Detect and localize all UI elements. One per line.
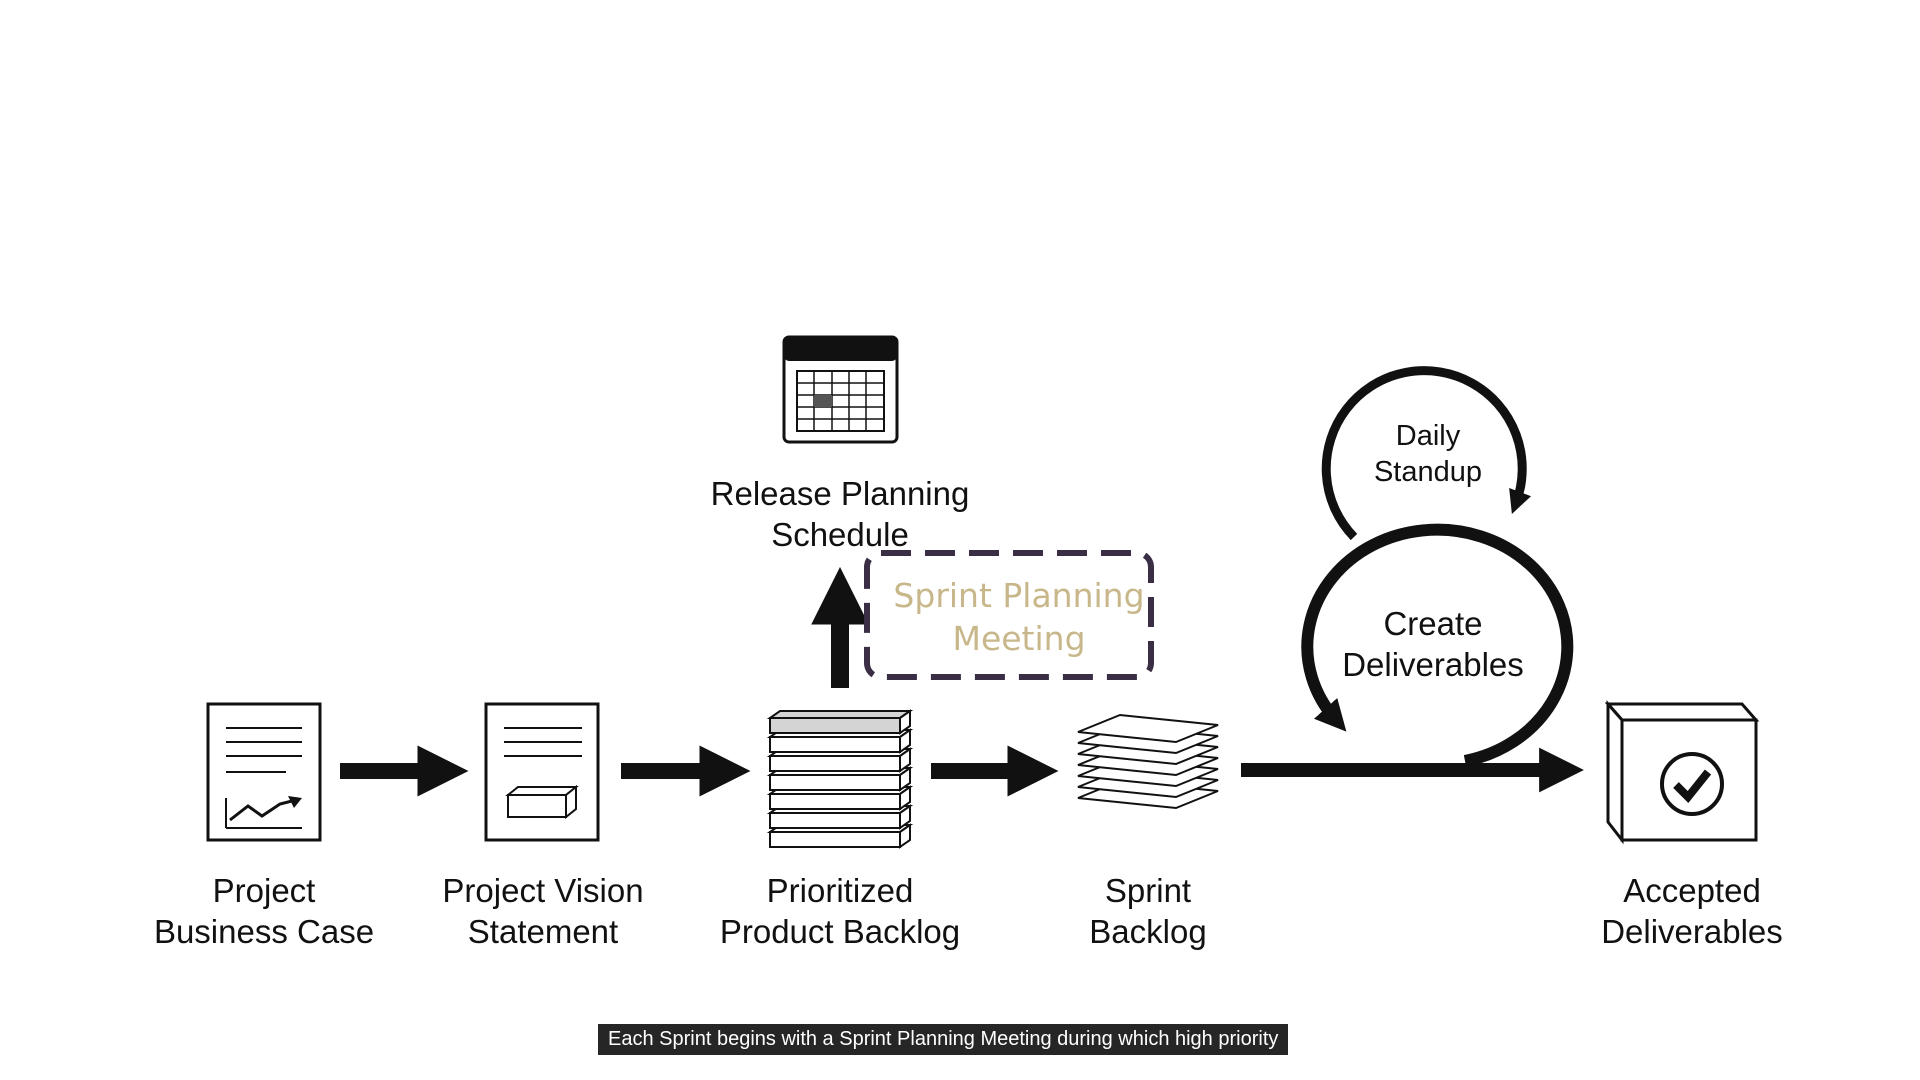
sprint-backlog-label-1: Sprint [1105, 872, 1191, 909]
daily-standup-loop [1321, 366, 1532, 541]
accepted-label-2: Deliverables [1601, 913, 1783, 950]
vision-label-1: Project Vision [442, 872, 643, 909]
create-deliverables-label-1: Create [1383, 605, 1482, 642]
checked-box-icon [1604, 700, 1760, 845]
create-deliverables-label-2: Deliverables [1342, 646, 1524, 683]
vision-label-2: Statement [468, 913, 618, 950]
daily-standup-label-1: Daily [1396, 420, 1461, 452]
calendar-icon [782, 335, 899, 444]
sprint-planning-meeting-box [864, 550, 1154, 680]
document-box-icon [484, 702, 600, 842]
product-backlog-label-2: Product Backlog [720, 913, 960, 950]
sprint-planning-label-2: Meeting [952, 619, 1085, 658]
subtitle-caption: Each Sprint begins with a Sprint Plannin… [598, 1024, 1289, 1055]
sprint-planning-label-1: Sprint Planning [893, 576, 1144, 615]
business-case-label-1: Project [213, 872, 316, 909]
create-deliverables-loop [1301, 523, 1574, 767]
business-case-label-2: Business Case [154, 913, 374, 950]
stacked-items-icon [766, 709, 914, 849]
document-chart-icon [206, 702, 322, 842]
product-backlog-label-1: Prioritized [767, 872, 914, 909]
daily-standup-label-2: Standup [1374, 456, 1482, 488]
release-planning-label-2: Schedule [771, 516, 909, 553]
release-planning-label-1: Release Planning [711, 475, 970, 512]
accepted-label-1: Accepted [1623, 872, 1761, 909]
sprint-backlog-label-2: Backlog [1089, 913, 1206, 950]
paper-stack-icon [1077, 713, 1219, 810]
